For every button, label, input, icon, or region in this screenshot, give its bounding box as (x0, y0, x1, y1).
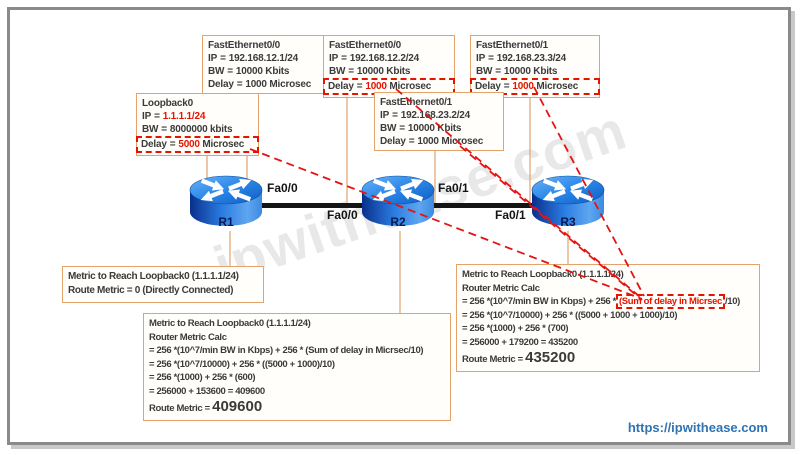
metric-box-r3: Metric to Reach Loopback0 (1.1.1.1/24) R… (456, 264, 760, 372)
interface-label-r1-fa00: Fa0/0 (267, 181, 298, 195)
interface-box-r2-fa00: FastEthernet0/0 IP=192.168.12.2/24 BW=10… (323, 35, 455, 98)
metric-step: = 256000 + 153600 = 409600 (149, 385, 265, 397)
router-r2: R2 (356, 174, 440, 232)
metric-title: Metric to Reach Loopback0 (1.1.1.1/24) (462, 269, 624, 280)
ip-line: IP=192.168.12.2/24 (329, 53, 419, 64)
interface-label-r2-fa00: Fa0/0 (327, 208, 358, 222)
metric-result: Route Metric = 435200 (462, 349, 576, 366)
metric-step: = 256 *(10^7/10000) + 256 * ((5000 + 100… (149, 358, 335, 370)
bw-line: BW=10000 Kbits (476, 66, 558, 77)
metric-box-r2: Metric to Reach Loopback0 (1.1.1.1/24) R… (143, 313, 451, 421)
router-r3: R3 (526, 174, 610, 232)
interface-box-r3-fa01: FastEthernet0/1 IP=192.168.23.3/24 BW=10… (470, 35, 600, 98)
metric-step: = 256 *(1000) + 256 * (600) (149, 372, 256, 383)
bw-line: BW=10000 Kbits (380, 123, 462, 134)
interface-title: Loopback0 (142, 98, 193, 109)
interface-title: FastEthernet0/0 (329, 40, 402, 51)
metric-step: = 256 *(10^7/10000) + 256 * ((5000 + 100… (462, 309, 678, 321)
delay-line-highlighted: Delay=5000 Microsec (136, 136, 259, 153)
router-icon: R3 (531, 175, 605, 229)
router-icon: R2 (361, 175, 435, 229)
interface-label-r3-fa01: Fa0/1 (495, 208, 526, 222)
metric-step: = 256 *(1000) + 256 * (700) (462, 323, 569, 334)
interface-title: FastEthernet0/1 (380, 97, 453, 108)
interface-box-r1-fa00: FastEthernet0/0 IP=192.168.12.1/24 BW=10… (202, 35, 324, 94)
metric-title: Metric to Reach Loopback0 (1.1.1.1/24) (149, 318, 311, 329)
metric-formula: = 256 *(10^7/min BW in Kbps) + 256 *(Sum… (462, 294, 740, 309)
metric-subtitle: Router Metric Calc (462, 282, 540, 294)
metric-box-r1: Metric to Reach Loopback0 (1.1.1.1/24) R… (62, 266, 264, 303)
ip-line: IP=192.168.23.2/24 (380, 110, 470, 121)
router-r1: R1 (184, 174, 268, 232)
ip-line: IP=192.168.23.3/24 (476, 53, 566, 64)
ip-line: IP=192.168.12.1/24 (208, 53, 298, 64)
interface-box-r1-loopback: Loopback0 IP=1.1.1.1/24 BW=8000000 kbits… (136, 93, 259, 156)
ip-line: IP=1.1.1.1/24 (142, 111, 206, 122)
footer-website-link[interactable]: https://ipwithease.com (627, 420, 768, 435)
bw-line: BW=10000 Kbits (329, 66, 411, 77)
router-name: R3 (560, 215, 576, 229)
metric-step: = 256000 + 179200 = 435200 (462, 336, 578, 348)
router-name: R2 (390, 215, 406, 229)
bw-line: BW=10000 Kbits (208, 66, 290, 77)
router-name: R1 (218, 215, 234, 229)
delay-line: Delay=1000 Microsec (380, 136, 484, 147)
router-icon: R1 (189, 175, 263, 229)
sum-of-delay-highlight: (Sum of delay in Micrsec (615, 294, 725, 309)
metric-result: Route Metric = 409600 (149, 398, 263, 415)
metric-value-line: Route Metric = 0 (Directly Connected) (68, 285, 234, 296)
metric-subtitle: Router Metric Calc (149, 331, 227, 343)
metric-title: Metric to Reach Loopback0 (1.1.1.1/24) (68, 271, 239, 282)
interface-label-r2-fa01: Fa0/1 (438, 181, 469, 195)
metric-formula: = 256 *(10^7/min BW in Kbps) + 256 * (Su… (149, 345, 424, 356)
interface-box-r2-fa01: FastEthernet0/1 IP=192.168.23.2/24 BW=10… (374, 92, 504, 151)
interface-title: FastEthernet0/0 (208, 40, 281, 51)
delay-line: Delay=1000 Microsec (208, 79, 312, 90)
interface-title: FastEthernet0/1 (476, 40, 549, 51)
bw-line: BW=8000000 kbits (142, 124, 233, 135)
